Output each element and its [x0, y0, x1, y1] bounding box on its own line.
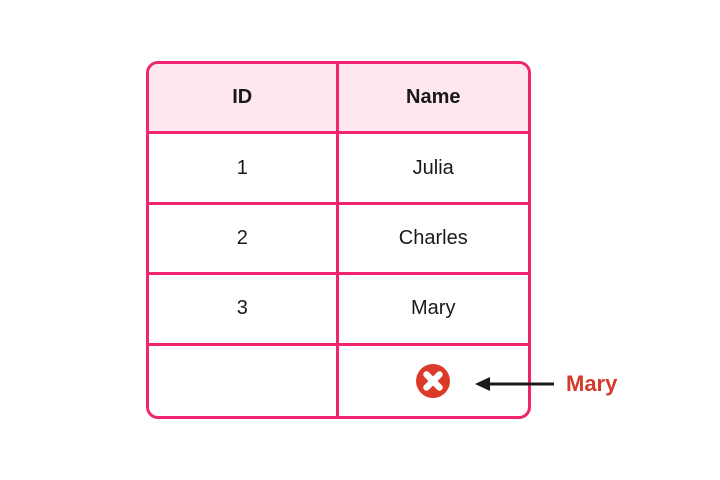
- error-cross-icon: [416, 363, 451, 398]
- cell-value: Mary: [411, 297, 456, 320]
- data-table: ID Name 1 Julia 2 Charles 3 Mary: [146, 61, 531, 419]
- annotation: Mary: [472, 368, 617, 400]
- arrow-left-icon: [472, 368, 556, 400]
- cell-value: Julia: [412, 156, 454, 179]
- table-row-4-name-cell-error: [339, 346, 529, 416]
- table-row-1-name-cell: Julia: [338, 134, 528, 205]
- table-row-3-name-cell: Mary: [338, 275, 528, 346]
- table-row-1-id-cell: 1: [149, 134, 339, 205]
- column-header-name: Name: [338, 64, 528, 135]
- table-row-3-id-cell: 3: [149, 275, 339, 346]
- cell-value: 3: [236, 297, 248, 320]
- column-header-id: ID: [149, 64, 339, 135]
- cell-value: 1: [236, 156, 248, 179]
- table-row-2-id-cell: 2: [149, 204, 339, 276]
- column-header-id-label: ID: [232, 86, 253, 109]
- annotation-label: Mary: [566, 371, 618, 396]
- column-header-name-label: Name: [406, 86, 461, 109]
- cell-value: Charles: [398, 226, 468, 249]
- table-row-2-name-cell: Charles: [338, 205, 528, 276]
- table-row-4-id-cell-empty: [149, 345, 339, 416]
- cell-value: 2: [236, 226, 248, 249]
